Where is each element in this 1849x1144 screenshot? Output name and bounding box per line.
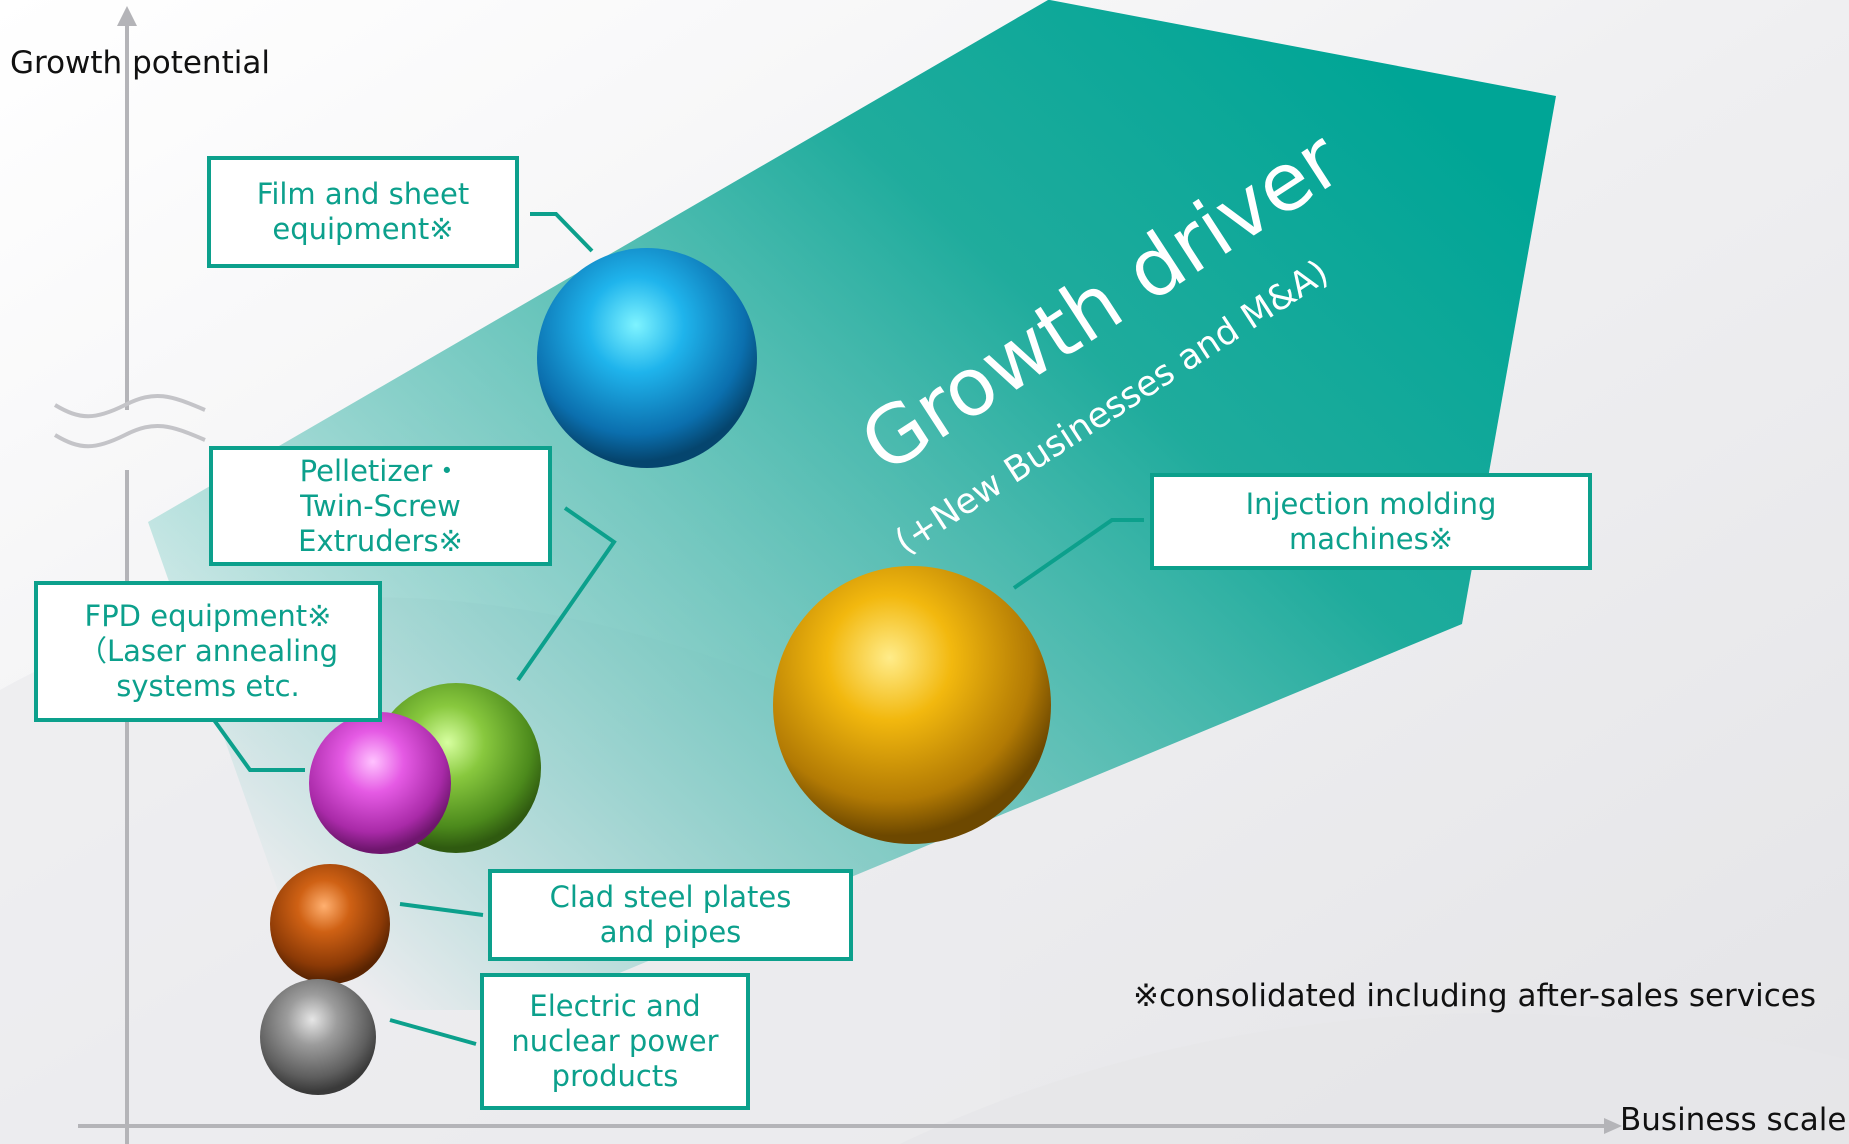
x-axis [78,1118,1622,1134]
sphere-electric [260,979,376,1095]
label-pelletizer: Pelletizer・ Twin-Screw Extruders※ [209,446,552,566]
connector-fpd [212,718,305,772]
connector-film-sheet [530,212,594,253]
connector-lines [212,212,1144,1046]
axis-break-icon [53,393,206,449]
connector-injection [1012,518,1144,590]
sphere-clad [270,864,390,984]
sphere-film-sheet [537,248,757,468]
connector-electric [389,1018,477,1046]
label-injection: Injection molding machines※ [1150,473,1592,570]
x-axis-label: Business scale [1620,1102,1847,1138]
sphere-fpd [309,712,451,854]
label-film-sheet: Film and sheet equipment※ [207,156,519,268]
footnote: ※consolidated including after-sales serv… [1133,978,1817,1014]
sphere-injection [773,566,1051,844]
label-electric: Electric and nuclear power products [480,973,750,1110]
y-axis-label: Growth potential [10,45,270,81]
label-fpd: FPD equipment※ （Laser annealing systems … [34,581,382,722]
connector-pelletizer [516,506,617,682]
background-swoosh [900,1013,1849,1144]
connector-clad [399,902,484,917]
label-clad: Clad steel plates and pipes [488,869,853,961]
